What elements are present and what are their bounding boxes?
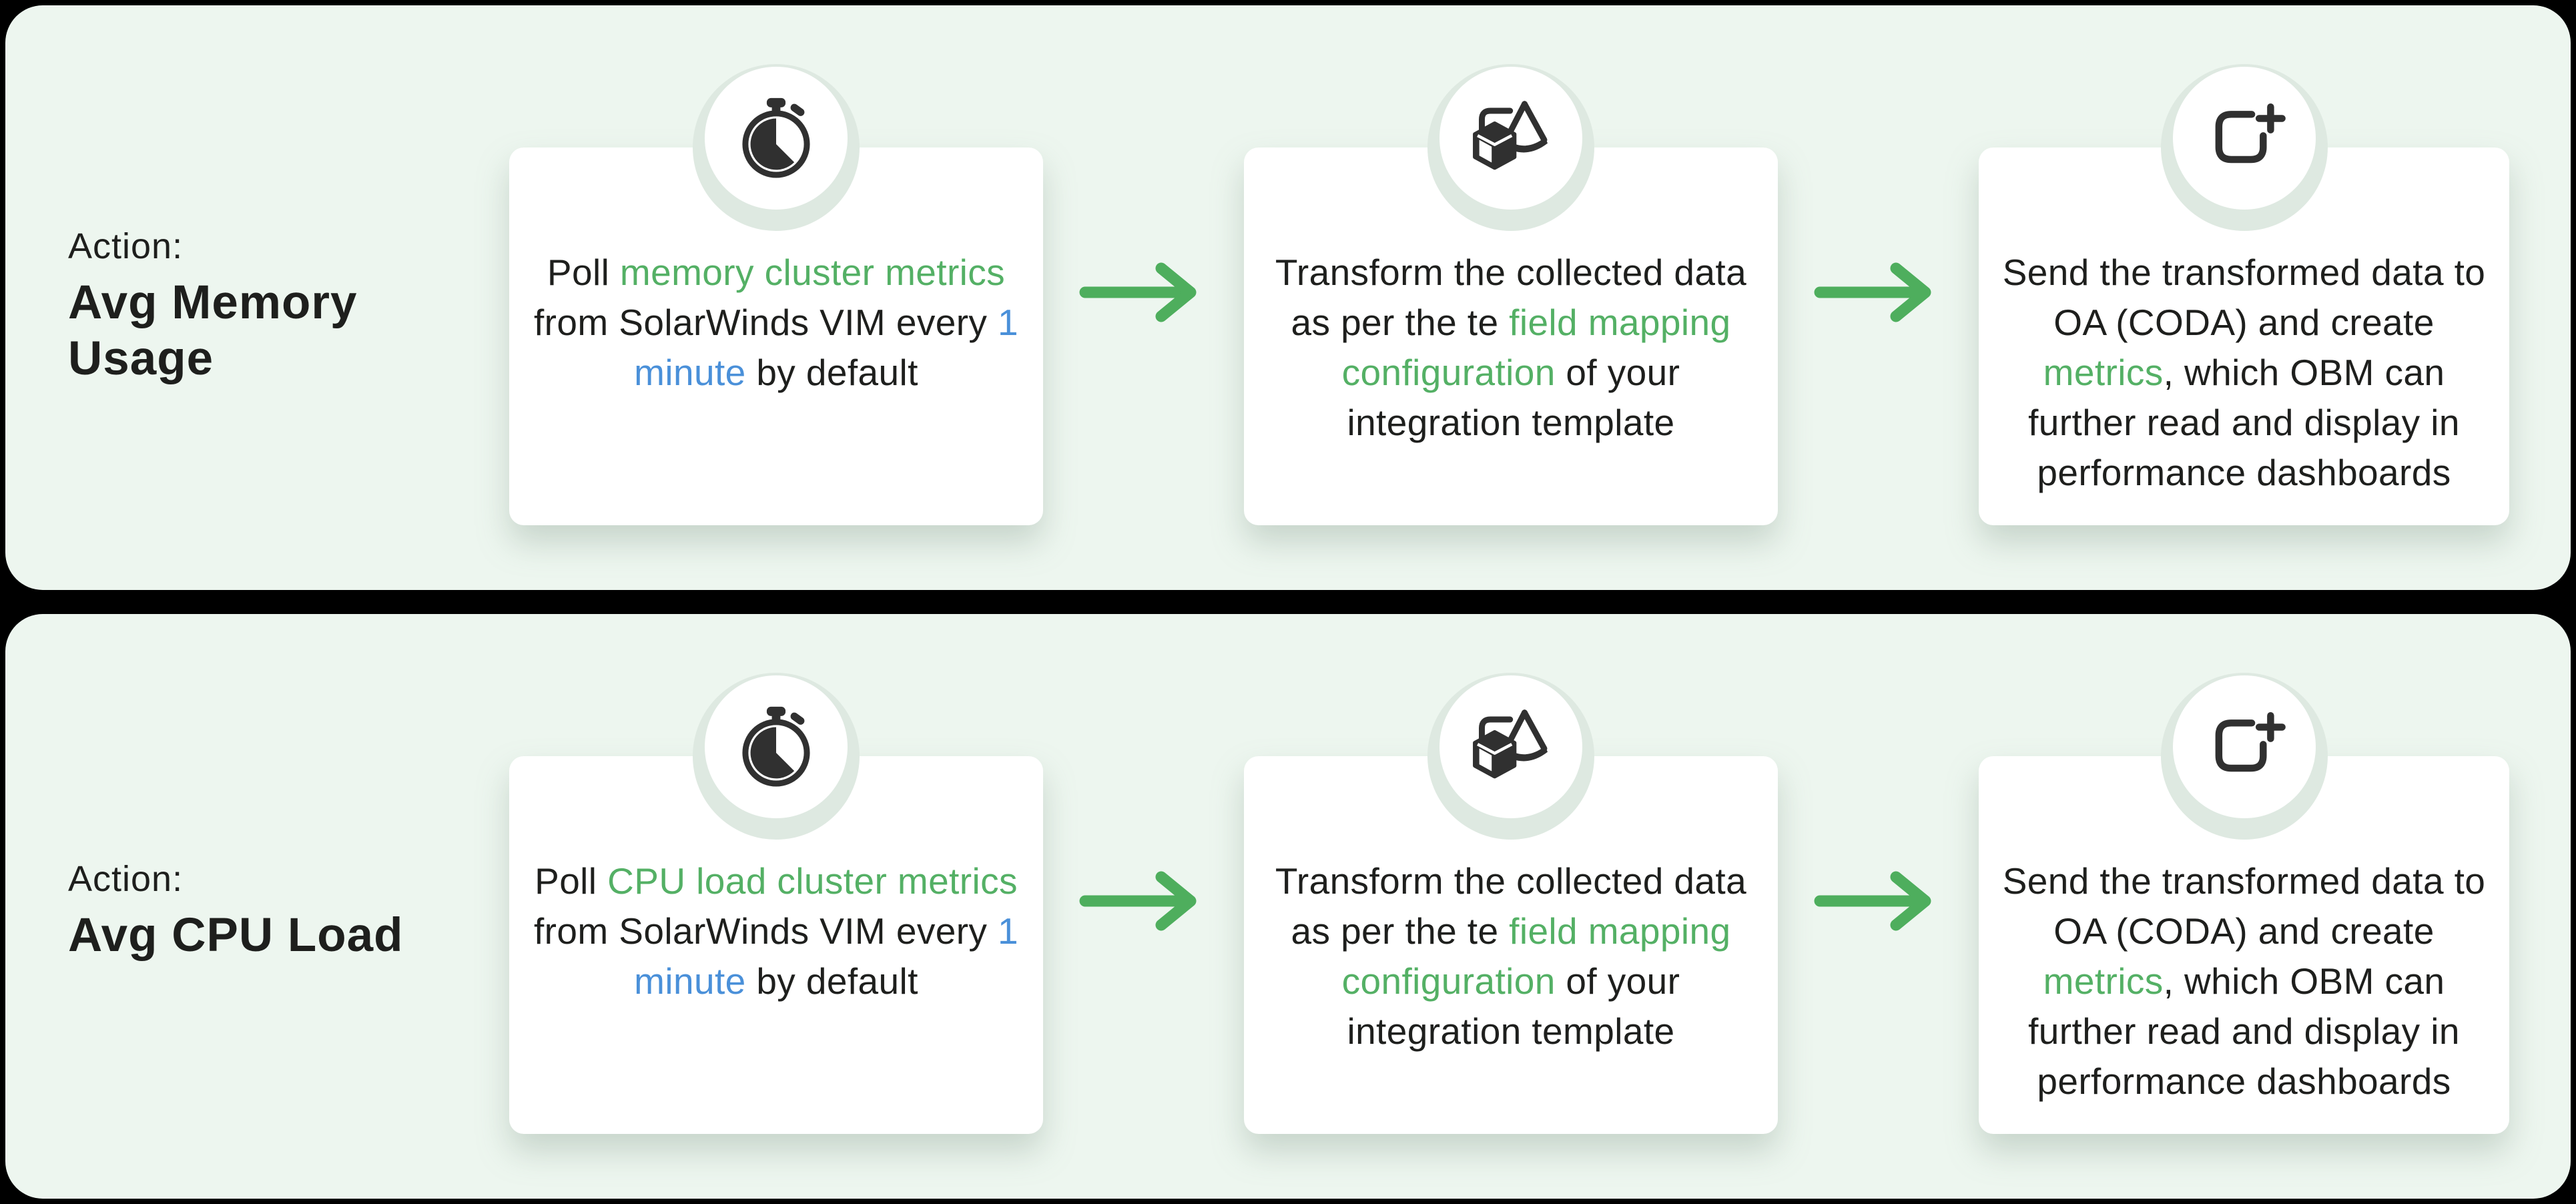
- text-segment: from SolarWinds VIM every: [534, 910, 998, 952]
- step-text: Transform the collected data as per the …: [1267, 248, 1755, 448]
- text-segment: Send the transformed data to OA (CODA) a…: [2002, 252, 2486, 343]
- icon-disc: [2172, 675, 2316, 818]
- text-segment: 1 minute: [634, 302, 1018, 393]
- icon-badge: [2160, 64, 2328, 231]
- text-segment: memory cluster metrics: [619, 252, 1006, 293]
- step-text: Poll CPU load cluster metrics from Solar…: [532, 856, 1020, 1006]
- step-card-transform: Transform the collected data as per the …: [1244, 673, 1778, 1134]
- text-segment: field mapping configuration: [1341, 910, 1731, 1002]
- arrow-right-icon: [1814, 262, 1931, 322]
- create-new-icon: [2215, 103, 2286, 164]
- icon-badge: [1427, 64, 1594, 231]
- action-label-block: Action: Avg Memory Usage: [68, 226, 415, 387]
- text-segment: of your integration template: [1347, 352, 1680, 443]
- flow-panel-avg-cpu-load: Action: Avg CPU Load Poll: [5, 614, 2571, 1199]
- action-prefix: Action:: [68, 859, 184, 899]
- text-segment: metrics: [2043, 352, 2164, 393]
- step-card-send: Send the transformed data to OA (CODA) a…: [1979, 673, 2509, 1134]
- transform-shapes-icon: [1473, 101, 1548, 170]
- text-segment: by default: [745, 352, 918, 393]
- arrow-right-icon: [1814, 871, 1931, 931]
- arrow-connector: [1043, 147, 1244, 525]
- arrow-right-icon: [1079, 871, 1196, 931]
- create-new-icon: [2215, 712, 2286, 772]
- stopwatch-icon: [742, 706, 810, 787]
- text-segment: 1 minute: [634, 910, 1018, 1002]
- step-card-transform: Transform the collected data as per the …: [1244, 64, 1778, 525]
- text-segment: Transform the collected data as per the …: [1275, 860, 1747, 952]
- action-name: Avg Memory Usage: [68, 276, 358, 385]
- text-segment: CPU load cluster metrics: [607, 860, 1018, 902]
- step-text: Send the transformed data to OA (CODA) a…: [2001, 856, 2487, 1107]
- icon-disc: [1439, 675, 1582, 818]
- arrow-right-icon: [1079, 262, 1196, 322]
- text-segment: Poll: [535, 860, 608, 902]
- step-text: Transform the collected data as per the …: [1267, 856, 1755, 1057]
- icon-badge: [693, 64, 860, 231]
- text-segment: Transform the collected data as per the …: [1275, 252, 1747, 343]
- text-segment: by default: [745, 960, 918, 1002]
- text-segment: , which OBM can further read and display…: [2028, 352, 2460, 493]
- text-segment: metrics: [2043, 960, 2164, 1002]
- arrow-connector: [1778, 147, 1979, 525]
- icon-badge: [693, 673, 860, 840]
- steps-row: Poll CPU load cluster metrics from Solar…: [509, 673, 2509, 1134]
- icon-disc: [2172, 67, 2316, 210]
- text-segment: field mapping configuration: [1341, 302, 1731, 393]
- stopwatch-icon: [742, 97, 810, 178]
- action-name: Avg CPU Load: [68, 909, 404, 962]
- icon-disc: [705, 67, 848, 210]
- icon-disc: [1439, 67, 1582, 210]
- arrow-connector: [1043, 756, 1244, 1134]
- transform-shapes-icon: [1473, 709, 1548, 779]
- step-text: Send the transformed data to OA (CODA) a…: [2001, 248, 2487, 498]
- icon-badge: [1427, 673, 1594, 840]
- steps-row: Poll memory cluster metrics from SolarWi…: [509, 64, 2509, 525]
- icon-badge: [2160, 673, 2328, 840]
- flow-panel-avg-memory-usage: Action: Avg Memory Usage P: [5, 5, 2571, 590]
- step-card-poll: Poll memory cluster metrics from SolarWi…: [509, 64, 1043, 525]
- text-segment: Poll: [547, 252, 620, 293]
- step-card-send: Send the transformed data to OA (CODA) a…: [1979, 64, 2509, 525]
- step-text: Poll memory cluster metrics from SolarWi…: [532, 248, 1020, 398]
- text-segment: Send the transformed data to OA (CODA) a…: [2002, 860, 2486, 952]
- step-card-poll: Poll CPU load cluster metrics from Solar…: [509, 673, 1043, 1134]
- text-segment: of your integration template: [1347, 960, 1680, 1052]
- action-label-block: Action: Avg CPU Load: [68, 858, 415, 964]
- text-segment: , which OBM can further read and display…: [2028, 960, 2460, 1102]
- icon-disc: [705, 675, 848, 818]
- action-prefix: Action:: [68, 226, 184, 266]
- text-segment: from SolarWinds VIM every: [534, 302, 998, 343]
- arrow-connector: [1778, 756, 1979, 1134]
